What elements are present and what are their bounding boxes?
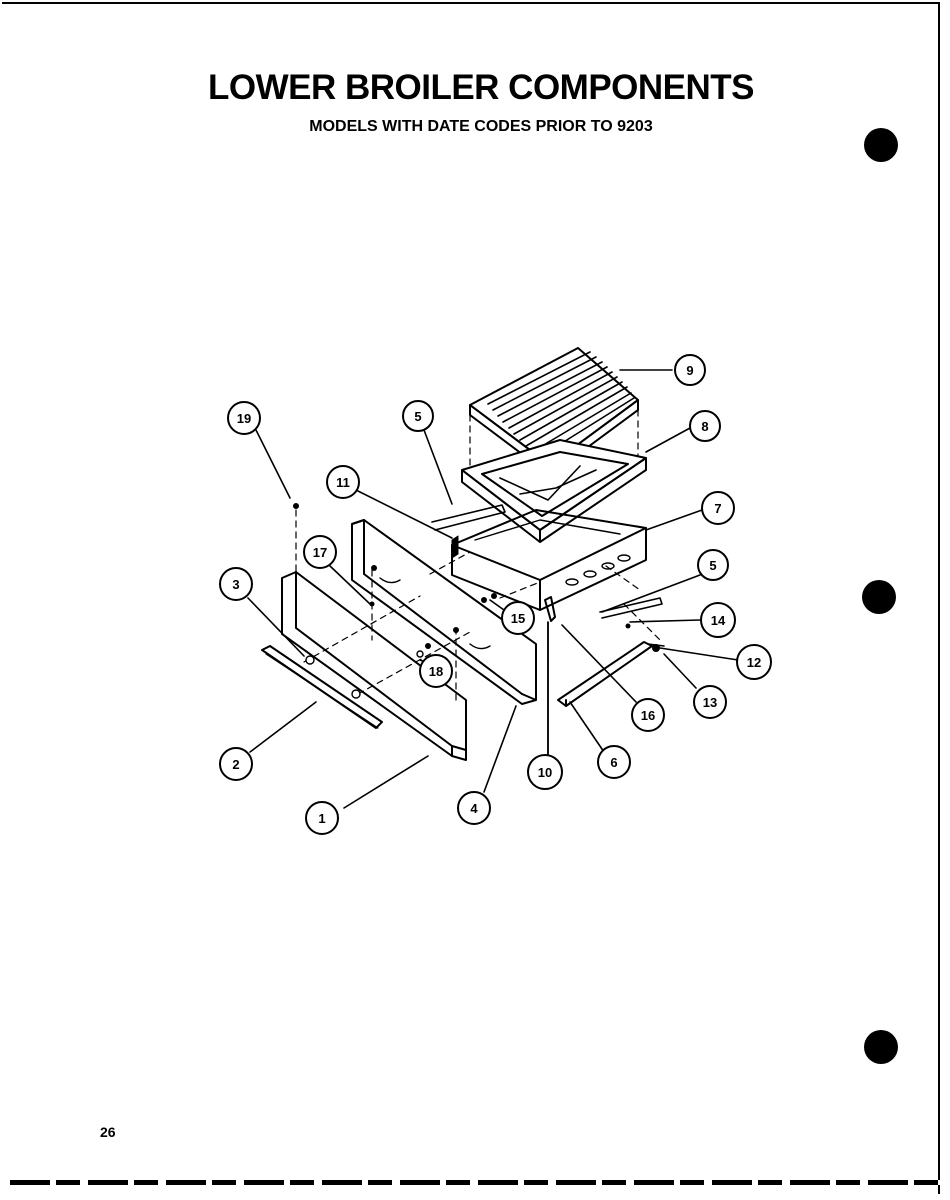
binder-hole-top	[864, 128, 898, 162]
callout-5-top: 5	[402, 400, 434, 432]
part-slide-rail-left	[431, 504, 506, 531]
svg-text:18: 18	[429, 664, 443, 679]
svg-text:5: 5	[414, 409, 421, 424]
callout-11: 11	[326, 465, 360, 499]
callout-16: 16	[631, 698, 665, 732]
svg-text:7: 7	[714, 501, 721, 516]
part-drawer-handle	[261, 645, 383, 729]
callout-1: 1	[305, 801, 339, 835]
callout-6: 6	[597, 745, 631, 779]
part-broiler-drawer	[451, 509, 647, 611]
callout-7: 7	[701, 491, 735, 525]
svg-text:15: 15	[511, 611, 525, 626]
svg-text:3: 3	[232, 577, 239, 592]
callout-12: 12	[736, 644, 772, 680]
svg-text:9: 9	[686, 363, 693, 378]
svg-text:10: 10	[538, 765, 552, 780]
binder-hole-bottom	[864, 1030, 898, 1064]
callout-15: 15	[501, 601, 535, 635]
part-inner-panel	[351, 519, 537, 705]
callout-2: 2	[219, 747, 253, 781]
callout-13: 13	[693, 685, 727, 719]
part-lower-rail	[557, 641, 653, 707]
svg-text:8: 8	[701, 419, 708, 434]
svg-text:13: 13	[703, 695, 717, 710]
callout-14: 14	[700, 602, 736, 638]
svg-text:12: 12	[747, 655, 761, 670]
page-subtitle: MODELS WITH DATE CODES PRIOR TO 9203	[309, 118, 653, 135]
svg-text:19: 19	[237, 411, 251, 426]
svg-text:5: 5	[709, 558, 716, 573]
part-broiler-pan	[461, 439, 647, 543]
page-title: LOWER BROILER COMPONENTS	[207, 68, 755, 107]
callout-3: 3	[219, 567, 253, 601]
svg-text:14: 14	[711, 613, 726, 628]
svg-text:2: 2	[232, 757, 239, 772]
callout-5-right: 5	[697, 549, 729, 581]
page-number: 26	[100, 1124, 116, 1140]
callout-19: 19	[227, 401, 261, 435]
callout-17: 17	[303, 535, 337, 569]
callout-9: 9	[674, 354, 706, 386]
svg-text:11: 11	[336, 475, 350, 490]
svg-text:4: 4	[470, 801, 478, 816]
leader-lines	[247, 369, 739, 809]
scan-edge	[10, 1180, 940, 1185]
svg-text:17: 17	[313, 545, 327, 560]
binder-hole-middle	[862, 580, 896, 614]
callout-8: 8	[689, 410, 721, 442]
part-broiler-grid	[469, 347, 639, 476]
callout-10: 10	[527, 754, 563, 790]
part-slide-rail-right	[599, 597, 663, 619]
svg-text:1: 1	[318, 811, 325, 826]
svg-text:6: 6	[610, 755, 617, 770]
callout-4: 4	[457, 791, 491, 825]
svg-text:16: 16	[641, 708, 655, 723]
callout-18: 18	[419, 654, 453, 688]
